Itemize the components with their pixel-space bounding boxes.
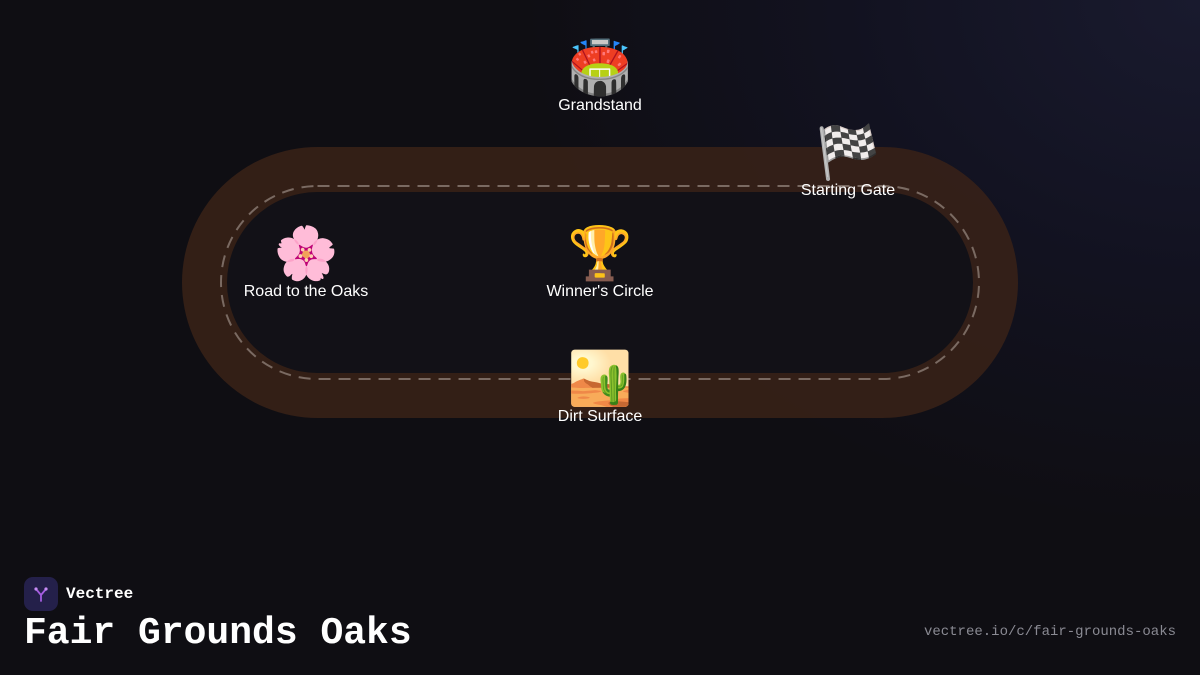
tree-branch-icon (24, 577, 58, 611)
node-winners-circle[interactable]: 🏆 Winner's Circle (500, 226, 700, 302)
node-dirt-surface[interactable]: 🏜️ Dirt Surface (500, 351, 700, 427)
node-label: Grandstand (558, 97, 642, 114)
brand[interactable]: Vectree (24, 577, 133, 611)
stadium-icon: 🏟️ (567, 38, 633, 98)
track-infield (227, 192, 973, 373)
node-label: Dirt Surface (557, 408, 643, 425)
page-url[interactable]: vectree.io/c/fair-grounds-oaks (923, 624, 1176, 640)
desert-icon: 🏜️ (567, 349, 633, 409)
node-label: Starting Gate (800, 182, 896, 199)
node-label: Road to the Oaks (243, 283, 369, 300)
node-road-to-oaks[interactable]: 🌸 Road to the Oaks (206, 226, 406, 302)
node-label: Winner's Circle (546, 283, 654, 300)
page-title: Fair Grounds Oaks (24, 612, 412, 655)
cherry-blossom-icon: 🌸 (273, 224, 339, 284)
trophy-icon: 🏆 (567, 224, 633, 284)
node-grandstand[interactable]: 🏟️ Grandstand (500, 40, 700, 116)
checkered-flag-icon: 🏁 (815, 123, 881, 183)
node-starting-gate[interactable]: 🏁 Starting Gate (748, 125, 948, 201)
track-lane-line (220, 185, 980, 380)
brand-name: Vectree (66, 585, 134, 603)
